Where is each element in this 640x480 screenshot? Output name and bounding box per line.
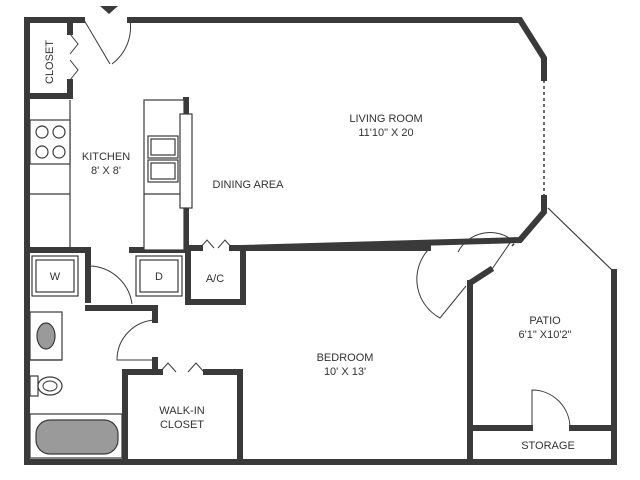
interior-walls	[24, 17, 617, 465]
dryer-label: D	[155, 271, 163, 283]
dining-label: DINING AREA	[213, 179, 285, 191]
washer: W	[31, 255, 79, 297]
sink-icon	[36, 322, 56, 350]
window-openings	[467, 21, 615, 386]
living-room-label: LIVING ROOM	[349, 113, 422, 125]
kitchen-island	[143, 99, 193, 251]
entry-arrow-icon	[100, 6, 118, 14]
stove-burners-icon	[35, 125, 66, 159]
kitchen-label: KITCHEN	[82, 151, 130, 163]
storage-label: STORAGE	[521, 440, 575, 452]
patio-size: 6'1" X10'2"	[519, 329, 572, 341]
patio-label: PATIO	[529, 315, 561, 327]
walk-in-closet-label-line1: WALK-IN	[159, 405, 204, 417]
kitchen-counter	[29, 100, 71, 248]
exterior-walls	[24, 17, 617, 465]
living-room-size: 11'10" X 20	[358, 127, 413, 139]
dryer: D	[135, 255, 183, 297]
ac-label: A/C	[206, 273, 224, 285]
bathroom-fixtures	[29, 311, 123, 459]
kitchen-size: 8' X 8'	[91, 165, 121, 177]
doors	[69, 19, 571, 429]
washer-label: W	[50, 271, 61, 283]
bathtub-icon	[35, 419, 119, 455]
walk-in-closet-label-line2: CLOSET	[160, 419, 204, 431]
bedroom-size: 10' X 13'	[324, 366, 366, 378]
bedroom-label: BEDROOM	[317, 352, 374, 364]
closet-label: CLOSET	[44, 40, 56, 84]
